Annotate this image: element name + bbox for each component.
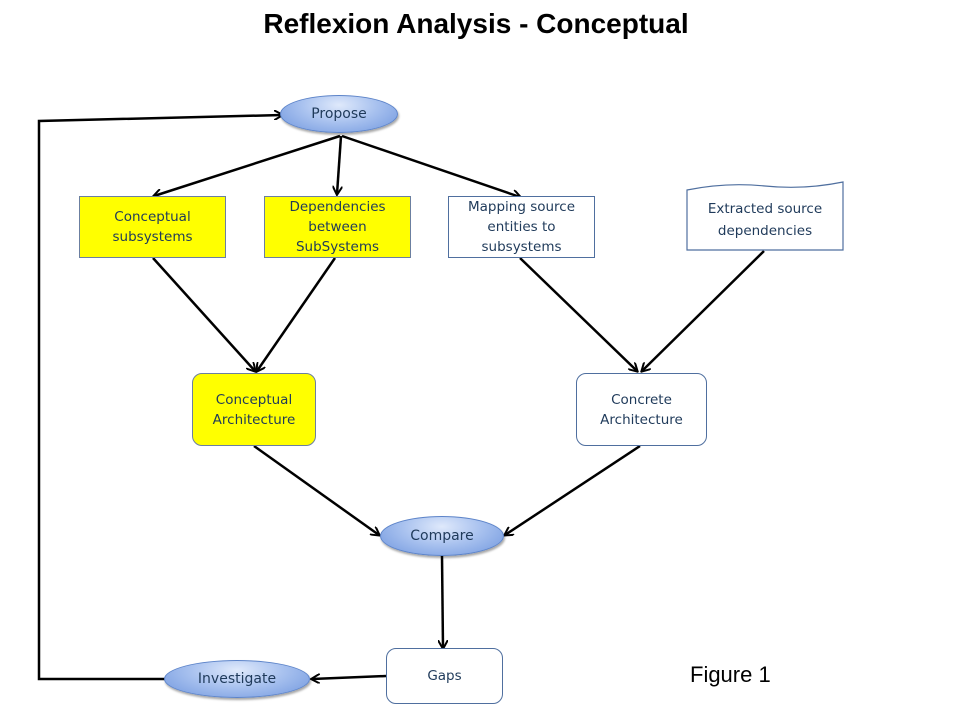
arrow-extracted-to-concrete-arch	[642, 250, 765, 371]
investigate-node: Investigate	[164, 660, 310, 698]
arrow-concrete-arch-to-compare	[505, 444, 641, 535]
compare-node: Compare	[380, 516, 504, 556]
gaps-box: Gaps	[386, 648, 503, 704]
mapping-box: Mapping source entities to subsystems	[448, 196, 595, 258]
extracted-dependencies-label: Extracted source dependencies	[707, 201, 823, 239]
arrow-investigate-to-propose	[37, 115, 282, 681]
diagram-title: Reflexion Analysis - Conceptual	[263, 8, 689, 39]
arrow-propose-to-mapping	[341, 134, 520, 197]
arrow-subsystems-to-conceptual-arch	[152, 257, 255, 371]
conceptual-subsystems-box: Conceptual subsystems	[79, 196, 226, 258]
propose-node: Propose	[280, 95, 398, 133]
arrow-gaps-to-investigate	[312, 676, 387, 679]
conceptual-architecture-box: Conceptual Architecture	[192, 373, 316, 446]
arrow-conceptual-arch-to-compare	[253, 444, 379, 535]
dependencies-box: Dependencies between SubSystems	[264, 196, 411, 258]
arrow-propose-to-conceptual-subsystems	[154, 134, 341, 196]
arrow-dependencies-to-conceptual-arch	[257, 257, 337, 371]
arrow-compare-to-gaps	[442, 555, 443, 648]
arrow-mapping-to-concrete-arch	[519, 257, 637, 371]
concrete-architecture-box: Concrete Architecture	[576, 373, 707, 446]
arrow-propose-to-dependencies	[337, 135, 341, 194]
extracted-dependencies-document	[686, 181, 844, 251]
figure-label: Figure 1	[690, 662, 771, 687]
